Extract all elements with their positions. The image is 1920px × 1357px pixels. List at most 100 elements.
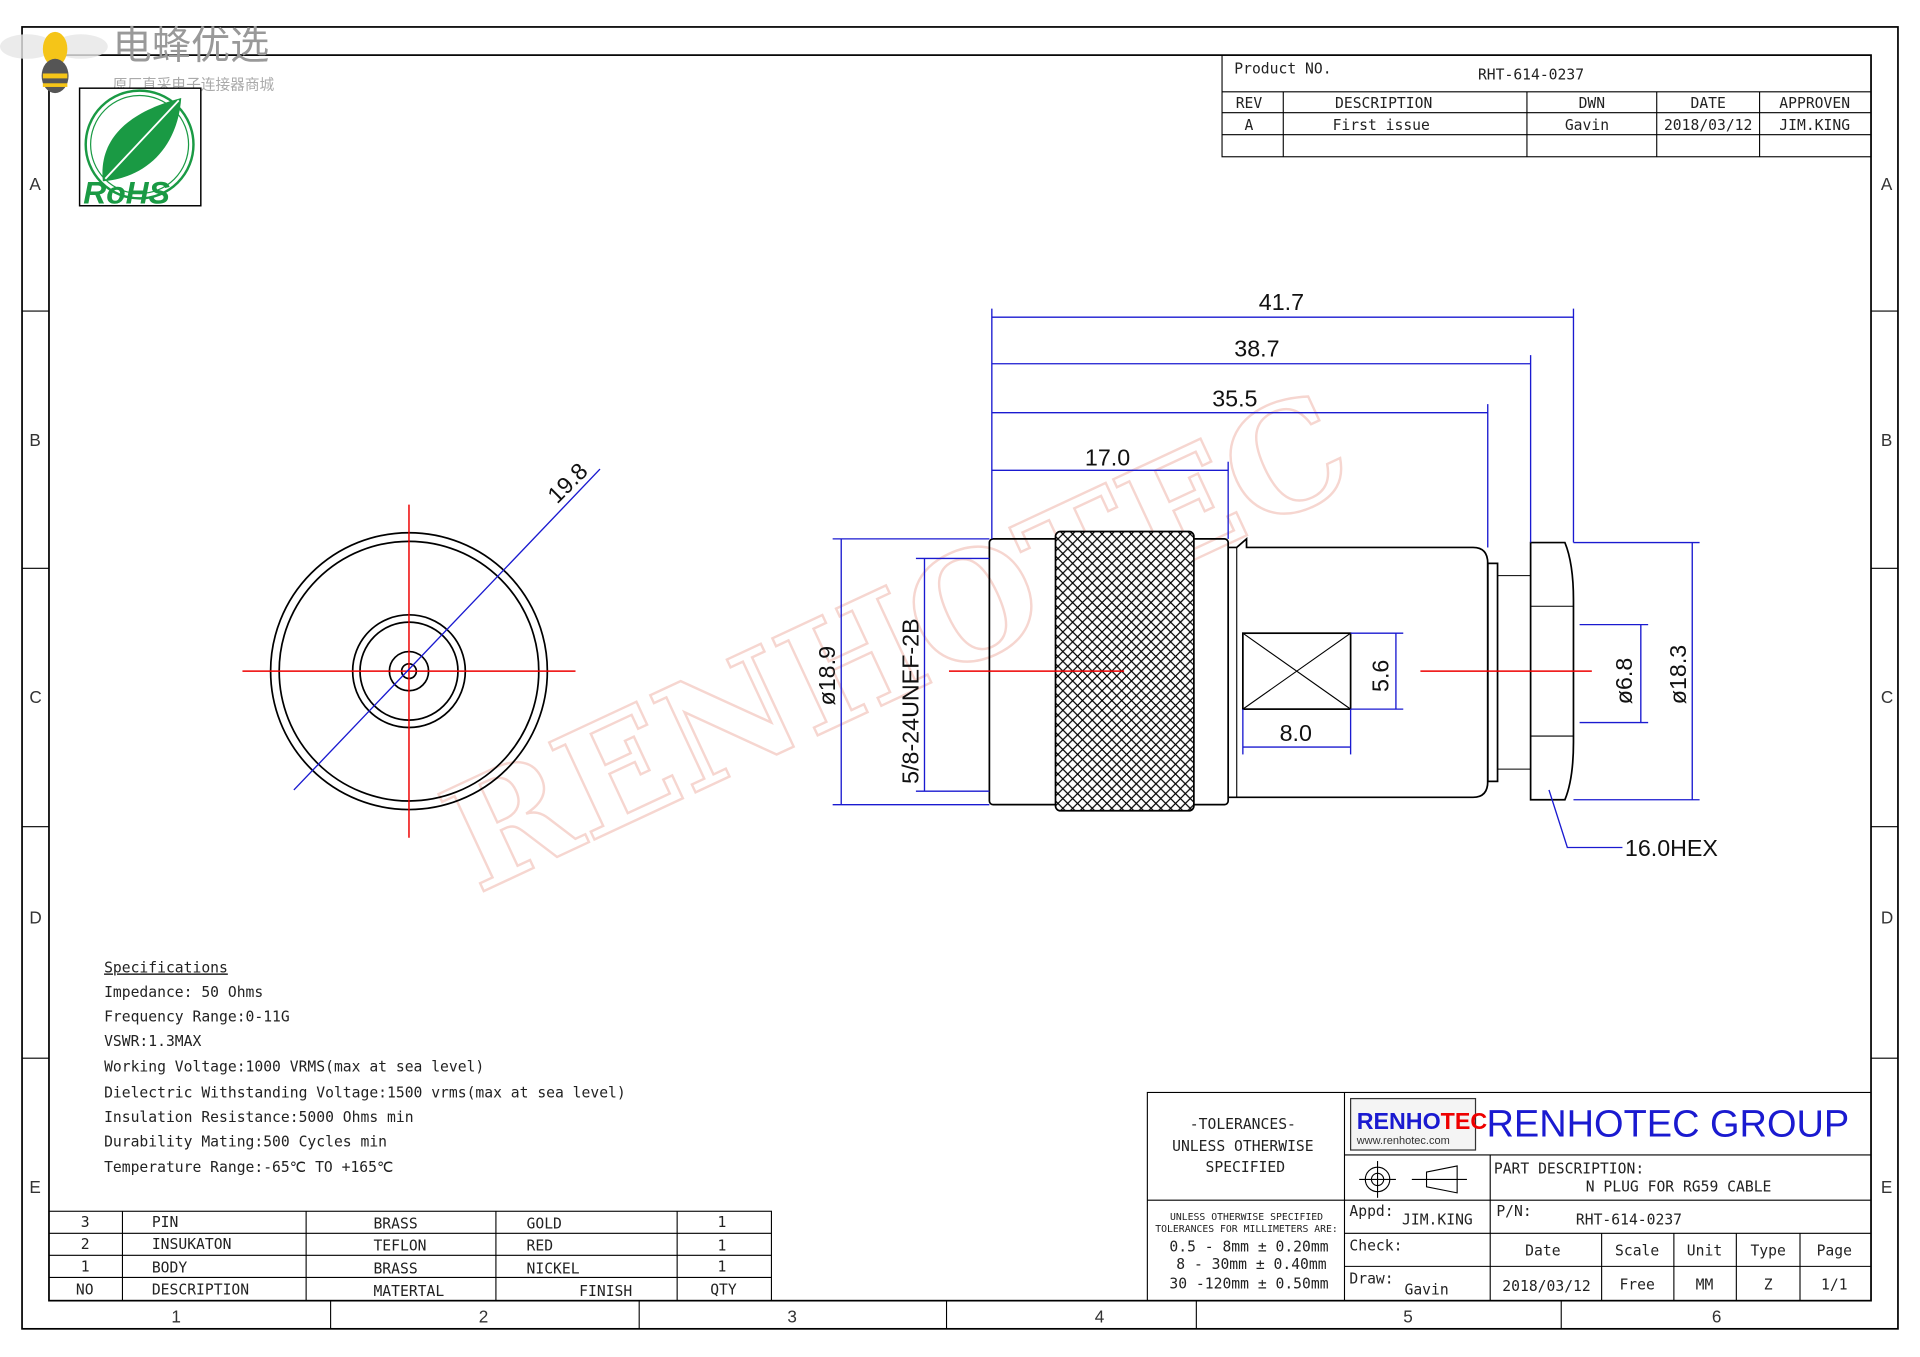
product-no-label: Product NO. bbox=[1234, 60, 1331, 77]
title-header: Date bbox=[1525, 1242, 1560, 1259]
bom-cell: NICKEL bbox=[527, 1261, 580, 1278]
title-value: Free bbox=[1619, 1277, 1654, 1294]
spec-line: Dielectric Withstanding Voltage:1500 vrm… bbox=[104, 1084, 626, 1101]
zone-label: D bbox=[29, 907, 41, 927]
side-view: 41.7 38.7 35.5 17.0 ø18.9 5/8-24UNEF-2B … bbox=[814, 289, 1718, 861]
title-value: 2018/03/12 bbox=[1502, 1278, 1590, 1295]
product-no: RHT-614-0237 bbox=[1478, 67, 1584, 84]
rev-cell: JIM.KING bbox=[1779, 117, 1850, 134]
rev-cell: A bbox=[1245, 117, 1254, 134]
dim-outer-diameter: ø18.3 bbox=[1665, 645, 1691, 704]
rev-cell: 2018/03/12 bbox=[1664, 117, 1752, 134]
dim-overall-length: 41.7 bbox=[1259, 289, 1304, 315]
zone-label: C bbox=[1881, 687, 1893, 707]
renhotec-logo: RENHOTEC www.renhotec.com bbox=[1350, 1097, 1488, 1151]
dim-length-2: 38.7 bbox=[1234, 335, 1279, 361]
zone-label: 1 bbox=[171, 1307, 181, 1327]
revision-table: Product NO. RHT-614-0237 REV DESCRIPTION… bbox=[1221, 54, 1872, 158]
bom-cell: TEFLON bbox=[373, 1237, 426, 1254]
tolerance-value: 30 -120mm ± 0.50mm bbox=[1169, 1275, 1328, 1292]
zone-label: A bbox=[1881, 174, 1893, 194]
tolerance-value: 0.5 - 8mm ± 0.20mm bbox=[1169, 1239, 1328, 1256]
svg-text:www.renhotec.com: www.renhotec.com bbox=[1356, 1135, 1450, 1147]
bom-cell: BRASS bbox=[373, 1261, 417, 1278]
pn-value: RHT-614-0237 bbox=[1576, 1212, 1682, 1229]
rev-header: DESCRIPTION bbox=[1335, 95, 1432, 112]
spec-line: VSWR:1.3MAX bbox=[104, 1033, 201, 1050]
rev-header: DATE bbox=[1690, 95, 1725, 112]
tolerances-title: -TOLERANCES- bbox=[1190, 1116, 1296, 1133]
part-description: N PLUG FOR RG59 CABLE bbox=[1586, 1179, 1772, 1196]
zone-label: 6 bbox=[1712, 1307, 1722, 1327]
dim-inner-diameter: ø6.8 bbox=[1611, 658, 1637, 705]
zone-label: E bbox=[29, 1177, 40, 1197]
bom-cell: BODY bbox=[152, 1259, 188, 1276]
bom-cell: BRASS bbox=[373, 1215, 417, 1232]
dim-length-4: 17.0 bbox=[1085, 444, 1130, 470]
zone-label: B bbox=[29, 430, 40, 450]
tolerance-note: UNLESS OTHERWISE SPECIFIED bbox=[1170, 1212, 1323, 1223]
front-view: 19.8 bbox=[242, 458, 601, 838]
bom-cell: 3 bbox=[81, 1214, 90, 1231]
bom-cell: PIN bbox=[152, 1214, 179, 1231]
tolerances-line: SPECIFIED bbox=[1206, 1159, 1286, 1176]
appd-value: JIM.KING bbox=[1402, 1212, 1473, 1229]
zone-label: 3 bbox=[787, 1307, 797, 1327]
bom-header: DESCRIPTION bbox=[152, 1282, 249, 1299]
bom-cell: 2 bbox=[81, 1236, 90, 1253]
bom-cell: 1 bbox=[718, 1258, 727, 1275]
rev-header: APPROVEN bbox=[1779, 95, 1850, 112]
title-value: Z bbox=[1764, 1277, 1773, 1294]
zone-label: A bbox=[29, 174, 41, 194]
bom-cell: INSUKATON bbox=[152, 1236, 232, 1253]
projection-symbol-icon bbox=[1359, 1161, 1467, 1198]
specifications-title: Specifications bbox=[104, 959, 228, 976]
rev-cell: Gavin bbox=[1565, 117, 1609, 134]
zone-label: 4 bbox=[1095, 1307, 1105, 1327]
svg-text:RENHOTEC: RENHOTEC bbox=[1357, 1108, 1488, 1134]
zone-label: 5 bbox=[1403, 1307, 1413, 1327]
zone-label: C bbox=[29, 687, 41, 707]
spec-line: Working Voltage:1000 VRMS(max at sea lev… bbox=[104, 1059, 484, 1076]
title-header: Unit bbox=[1687, 1242, 1722, 1259]
pn-label: P/N: bbox=[1496, 1203, 1531, 1220]
spec-line: Impedance: 50 Ohms bbox=[104, 984, 263, 1001]
svg-text:电蜂优选: 电蜂优选 bbox=[113, 25, 270, 68]
spec-line: Temperature Range:-65℃ TO +165℃ bbox=[104, 1159, 393, 1176]
dim-hex: 16.0HEX bbox=[1625, 835, 1719, 861]
title-block: -TOLERANCES- UNLESS OTHERWISE SPECIFIED … bbox=[1146, 1091, 1872, 1302]
tolerance-note: TOLERANCES FOR MILLIMETERS ARE: bbox=[1155, 1224, 1338, 1235]
spec-line: Durability Mating:500 Cycles min bbox=[104, 1133, 387, 1150]
title-value: 1/1 bbox=[1821, 1277, 1848, 1294]
bom-header: FINISH bbox=[579, 1283, 632, 1300]
tolerance-value: 8 - 30mm ± 0.40mm bbox=[1176, 1256, 1326, 1273]
draw-label: Draw: bbox=[1349, 1271, 1393, 1288]
specifications: Specifications Impedance: 50 Ohms Freque… bbox=[104, 959, 626, 1176]
zone-label: E bbox=[1881, 1177, 1892, 1197]
bom-cell: 1 bbox=[718, 1214, 727, 1231]
svg-text:RoHS: RoHS bbox=[83, 174, 170, 210]
title-header: Scale bbox=[1615, 1242, 1659, 1259]
company-name: RENHOTEC GROUP bbox=[1487, 1104, 1850, 1146]
dim-length-3: 35.5 bbox=[1212, 386, 1257, 412]
rev-header: REV bbox=[1236, 95, 1263, 112]
bom-cell: RED bbox=[527, 1237, 554, 1254]
dim-body-diameter: ø18.9 bbox=[814, 646, 840, 705]
check-label: Check: bbox=[1349, 1237, 1402, 1254]
site-watermark-logo: 电蜂优选 原厂直采电子连接器商城 bbox=[0, 25, 275, 93]
title-value: MM bbox=[1696, 1277, 1714, 1294]
sheet-border bbox=[21, 26, 1899, 1330]
rev-header: DWN bbox=[1579, 95, 1606, 112]
rohs-logo: RoHS bbox=[78, 87, 202, 210]
zone-label: B bbox=[1881, 430, 1892, 450]
appd-label: Appd: bbox=[1349, 1203, 1393, 1220]
title-header: Page bbox=[1817, 1242, 1852, 1259]
bom-cell: 1 bbox=[81, 1258, 90, 1275]
bom-header: NO bbox=[76, 1282, 94, 1299]
draw-value: Gavin bbox=[1404, 1282, 1448, 1299]
spec-line: Insulation Resistance:5000 Ohms min bbox=[104, 1109, 413, 1126]
tolerances-line: UNLESS OTHERWISE bbox=[1172, 1138, 1313, 1155]
bom-cell: 1 bbox=[718, 1237, 727, 1254]
title-header: Type bbox=[1750, 1242, 1785, 1259]
